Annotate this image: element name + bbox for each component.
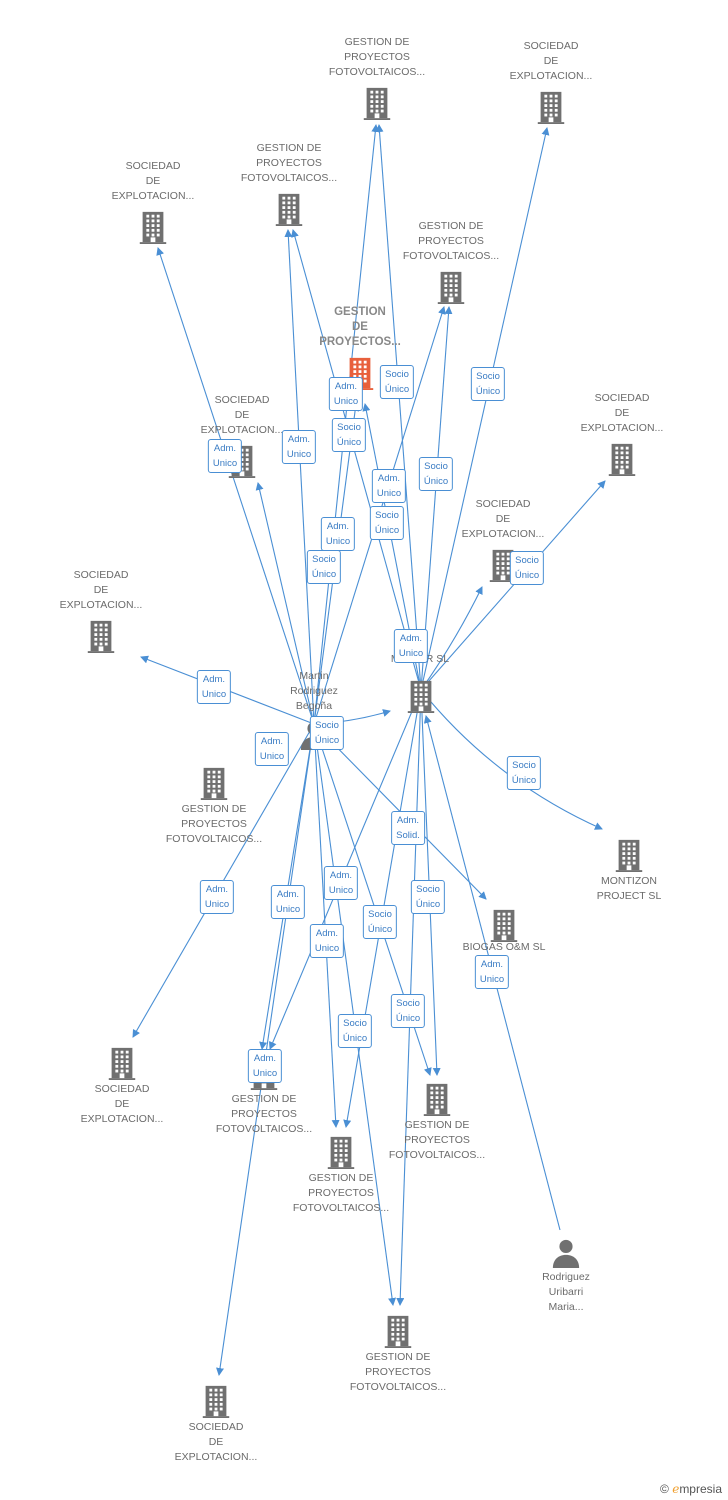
relation-badge[interactable]: Socio Único [331,418,367,452]
relation-badge[interactable]: Socio Único [309,716,345,750]
building-icon[interactable] [381,1314,415,1353]
edge-n11-n7 [255,482,315,725]
relation-badge[interactable]: Socio Único [470,367,506,401]
relation-badge[interactable]: Adm. Unico [328,377,364,411]
relation-badge[interactable]: Adm. Unico [281,430,317,464]
person-icon[interactable] [551,1238,581,1273]
relation-badge[interactable]: Socio Único [362,905,398,939]
relation-badge[interactable]: Adm. Unico [320,517,356,551]
relation-badge[interactable]: Adm. Unico [247,1049,283,1083]
building-icon[interactable] [324,1135,358,1174]
node-label[interactable]: Rodriguez Uribarri Maria... [542,1271,590,1313]
building-icon[interactable] [605,442,639,481]
brand-credit[interactable]: © empresia [660,1482,722,1496]
node-label[interactable]: SOCIEDAD DE EXPLOTACION... [59,569,143,611]
relation-badge[interactable]: Adm. Unico [270,885,306,919]
edge-n12-n1 [375,124,422,691]
building-icon[interactable] [272,192,306,231]
building-icon[interactable] [434,270,468,309]
edge-n11-n3 [156,247,315,725]
building-icon[interactable] [404,679,438,718]
node-label[interactable]: SOCIEDAD DE EXPLOTACION... [111,160,195,202]
node-label[interactable]: SOCIEDAD DE EXPLOTACION... [461,498,545,540]
relation-badge[interactable]: Socio Único [509,551,545,585]
edge-n11-n4 [284,229,315,725]
relation-badge[interactable]: Socio Único [337,1014,373,1048]
edge-n12-n9 [420,586,483,691]
edge-n12-n2 [420,127,550,691]
building-icon[interactable] [199,1384,233,1423]
building-icon[interactable] [486,548,520,587]
relation-badge[interactable]: Adm. Unico [323,866,359,900]
building-icon[interactable] [487,908,521,947]
edge-n12-n14 [420,689,603,830]
node-label[interactable]: MONTIZON PROJECT SL [596,875,662,902]
relation-badge[interactable]: Socio Único [410,880,446,914]
relation-badge[interactable]: Socio Único [306,550,342,584]
node-label[interactable]: GESTION DE PROYECTOS FOTOVOLTAICOS... [328,36,426,78]
node-label[interactable]: GESTION DE PROYECTOS FOTOVOLTAICOS... [402,220,500,262]
node-label[interactable]: GESTION DE PROYECTOS FOTOVOLTAICOS... [165,803,263,845]
relation-badge[interactable]: Adm. Solid. [391,811,425,845]
node-label[interactable]: GESTION DE PROYECTOS FOTOVOLTAICOS... [349,1351,447,1393]
node-label[interactable]: GESTION DE PROYECTOS... [319,306,401,348]
relation-badge[interactable]: Adm. Unico [207,439,243,473]
brand-name: mpresia [679,1482,722,1496]
node-label[interactable]: SOCIEDAD DE EXPLOTACION... [509,40,593,82]
building-icon[interactable] [420,1082,454,1121]
building-icon[interactable] [105,1046,139,1085]
relation-badge[interactable]: Socio Único [418,457,454,491]
node-label[interactable]: GESTION DE PROYECTOS FOTOVOLTAICOS... [215,1093,313,1135]
edge-n12-n4 [291,229,422,691]
building-icon[interactable] [534,90,568,129]
building-icon[interactable] [360,86,394,125]
relation-badge[interactable]: Adm. Unico [309,924,345,958]
node-label[interactable]: GESTION DE PROYECTOS FOTOVOLTAICOS... [292,1172,390,1214]
building-icon[interactable] [84,619,118,658]
node-label[interactable]: SOCIEDAD DE EXPLOTACION... [580,392,664,434]
node-label[interactable]: SOCIEDAD DE EXPLOTACION... [174,1421,258,1463]
relation-badge[interactable]: Adm. Unico [199,880,235,914]
copyright-symbol: © [660,1482,669,1496]
relation-badge[interactable]: Socio Único [390,994,426,1028]
edge-n11-n18 [313,723,432,1076]
node-label[interactable]: Martin Rodriguez Begoña [290,670,338,712]
building-icon[interactable] [197,766,231,805]
node-label[interactable]: GESTION DE PROYECTOS FOTOVOLTAICOS... [388,1119,486,1161]
building-icon[interactable] [136,210,170,249]
building-icon[interactable] [612,838,646,877]
relation-badge[interactable]: Adm. Unico [474,955,510,989]
node-label[interactable]: SOCIEDAD DE EXPLOTACION... [80,1083,164,1125]
node-label[interactable]: BIOGAS O&M SL [462,941,546,953]
brand-initial: e [672,1482,680,1496]
relation-badge[interactable]: Socio Único [369,506,405,540]
relation-badge[interactable]: Adm. Unico [371,469,407,503]
node-label[interactable]: GESTION DE PROYECTOS FOTOVOLTAICOS... [240,142,338,184]
relation-badge[interactable]: Socio Único [379,365,415,399]
relation-badge[interactable]: Adm. Unico [196,670,232,704]
node-label[interactable]: SOCIEDAD DE EXPLOTACION... [200,394,284,436]
relation-badge[interactable]: Adm. Unico [393,629,429,663]
relation-badge[interactable]: Socio Único [506,756,542,790]
edge-n12-n8 [420,480,606,691]
relation-badge[interactable]: Adm. Unico [254,732,290,766]
